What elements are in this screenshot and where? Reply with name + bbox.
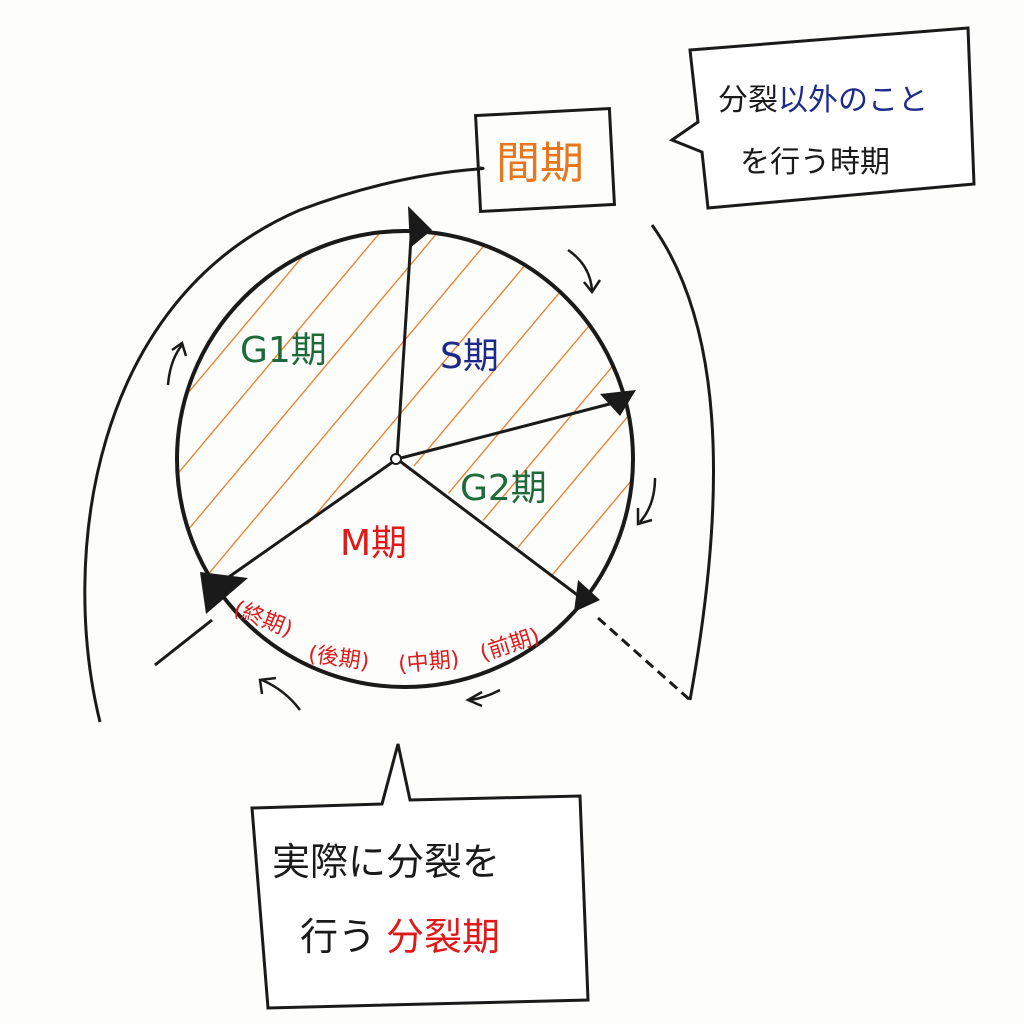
- m-boundary-right: [597, 616, 691, 702]
- phase-dividers: [215, 221, 626, 602]
- interphase-box: [474, 106, 616, 214]
- interphase-label: 間期: [496, 138, 584, 189]
- triangle-marker-icon: [408, 206, 432, 248]
- triangle-marker-icon: [600, 390, 636, 416]
- arrow-icon: [258, 676, 301, 711]
- mitosis-note-bubble: [250, 743, 590, 1010]
- g2-phase-label: G2期: [460, 468, 547, 509]
- checkpoint-markers: [200, 206, 636, 614]
- outer-interphase-arc: [83, 166, 485, 723]
- cell-cycle-circle: [175, 229, 635, 689]
- triangle-marker-icon: [200, 572, 248, 614]
- triangle-marker-icon: [574, 580, 600, 612]
- m-phase-label: M期: [340, 523, 407, 564]
- mitosis-note-line1: 実際に分裂を: [272, 840, 500, 884]
- direction-arrows: [166, 248, 657, 711]
- arrow-icon: [636, 477, 657, 526]
- g1-phase-label: G1期: [240, 330, 327, 371]
- interphase-note-line1: 分裂以外のこと: [718, 83, 928, 118]
- m-boundary-left: [154, 618, 213, 667]
- arrow-icon: [567, 248, 602, 295]
- interphase-note-bubble: [668, 26, 976, 210]
- outer-interphase-arc-right: [650, 224, 716, 701]
- center-point: [390, 453, 402, 465]
- interphase-note-line2: を行う時期: [740, 145, 890, 180]
- s-phase-label: S期: [440, 336, 499, 377]
- arrow-icon: [166, 340, 188, 386]
- metaphase-label: (中期): [397, 647, 460, 677]
- mitosis-note-line2: 行う分裂期: [300, 915, 500, 959]
- arrow-icon: [465, 688, 501, 708]
